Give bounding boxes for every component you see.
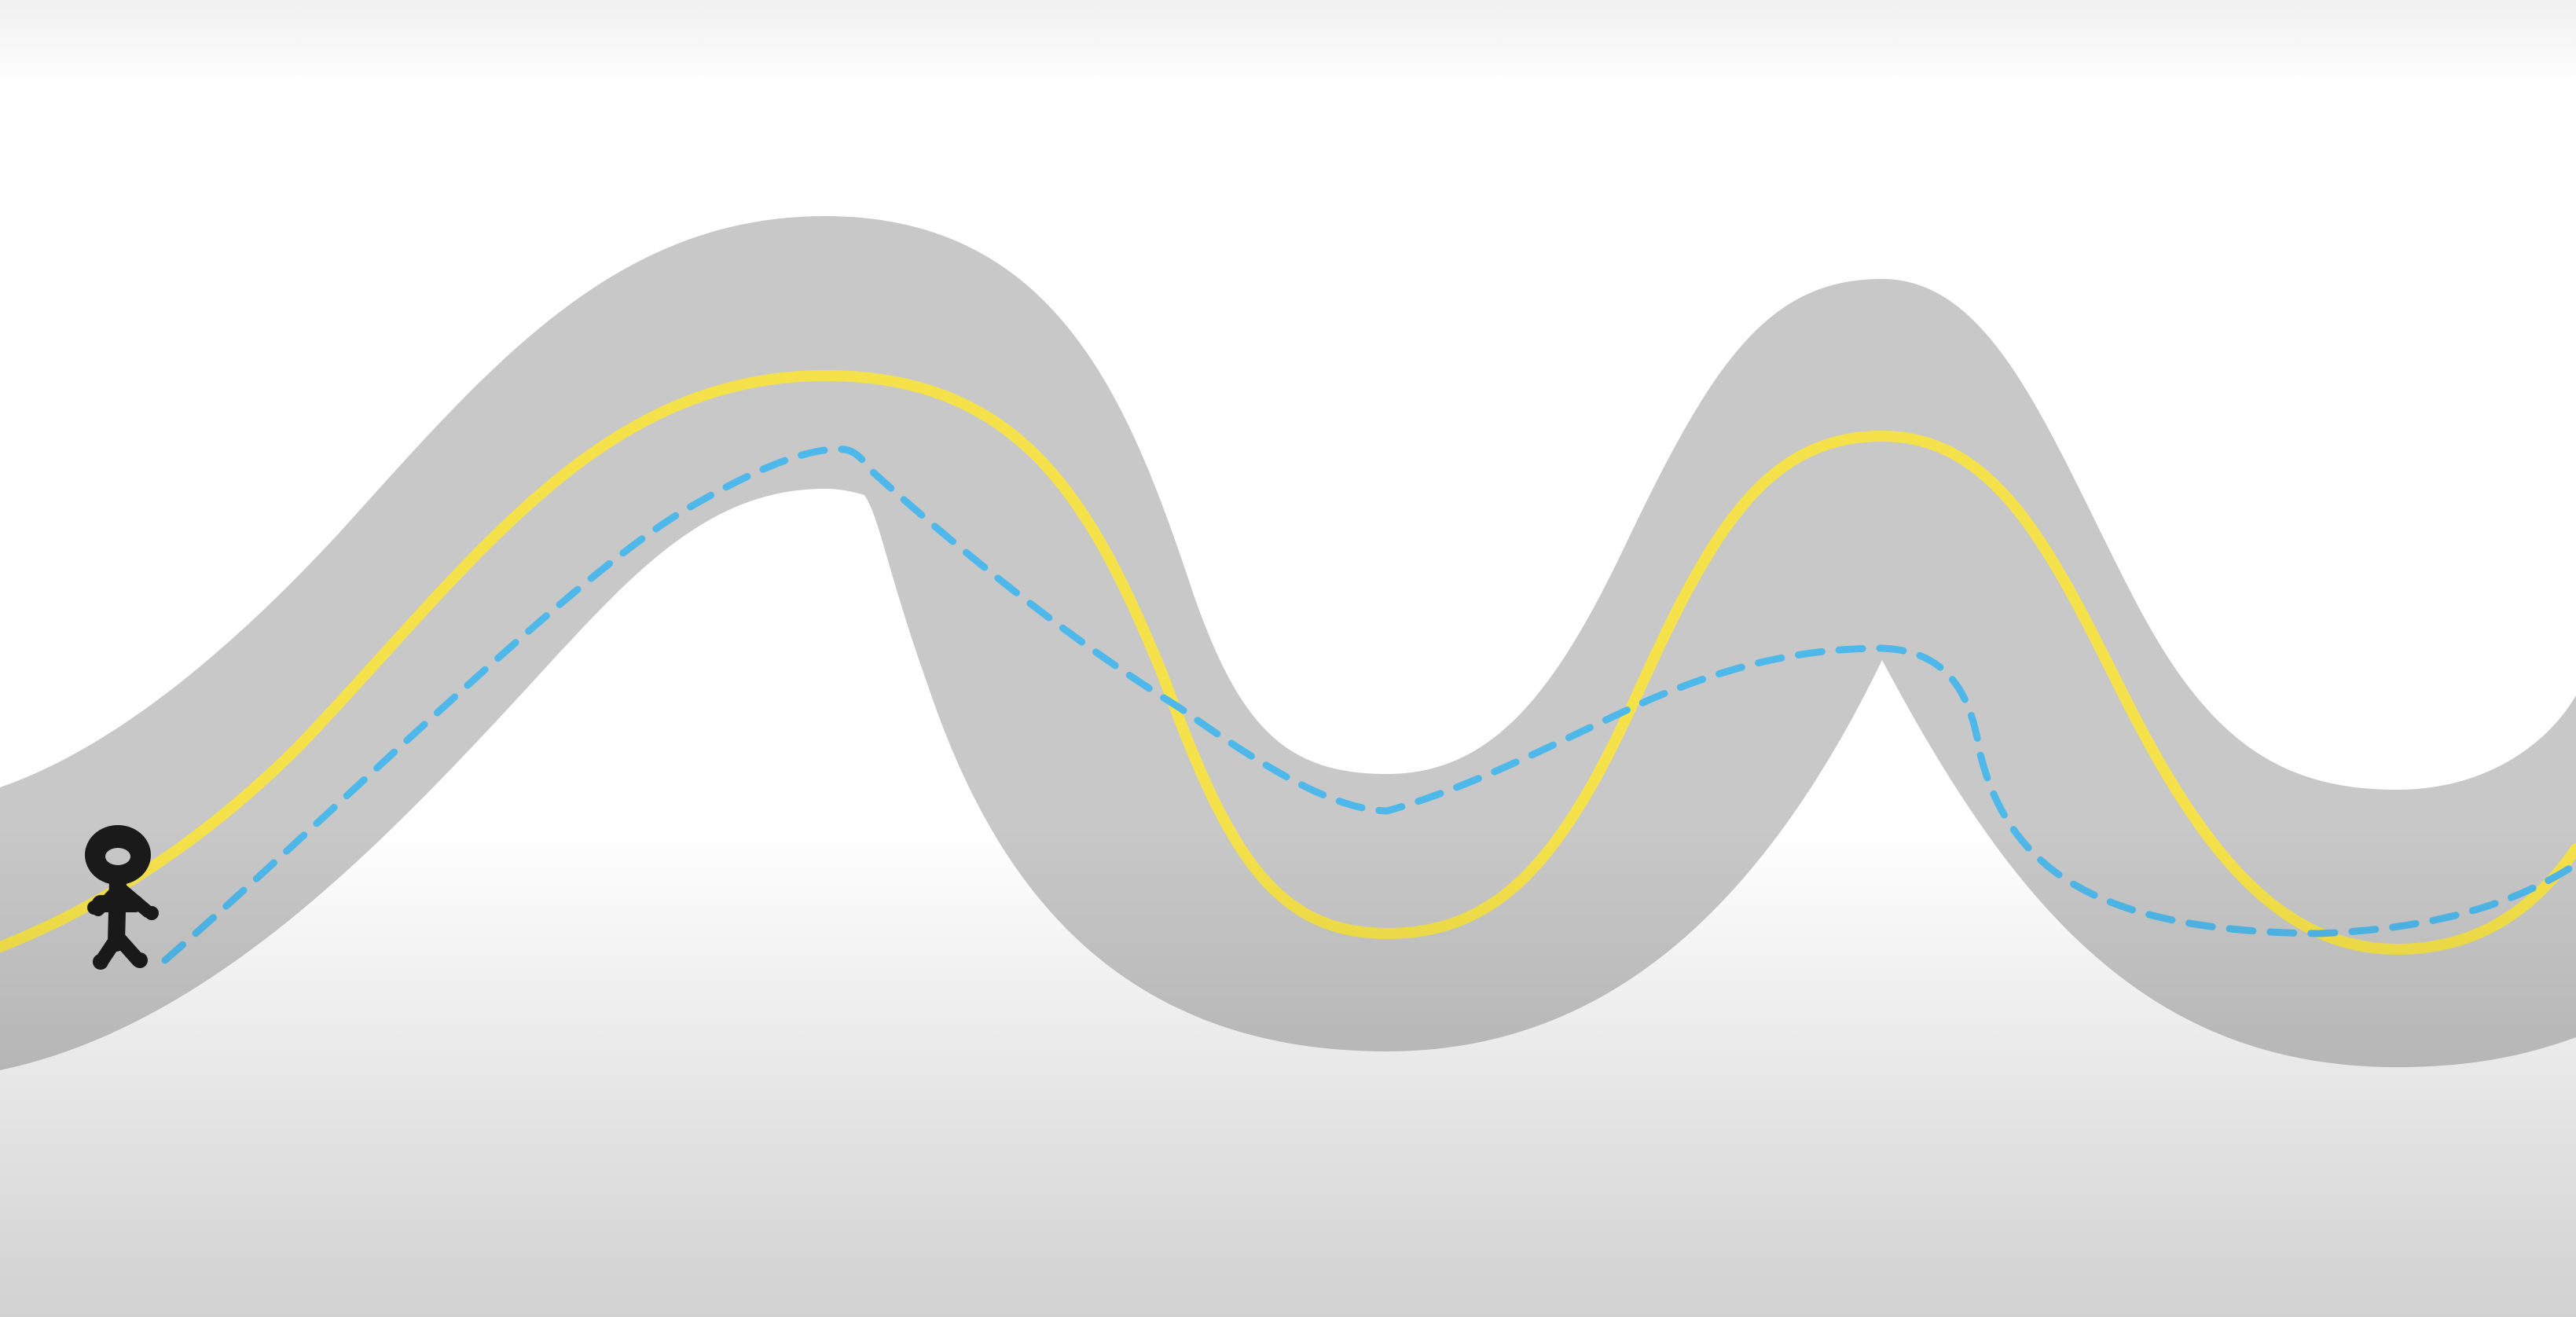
yellow-center-line [0,369,2576,956]
stick-figure-icon [85,825,159,970]
winding-road [0,216,2576,1070]
blue-dashed-racing-line [161,446,2576,964]
